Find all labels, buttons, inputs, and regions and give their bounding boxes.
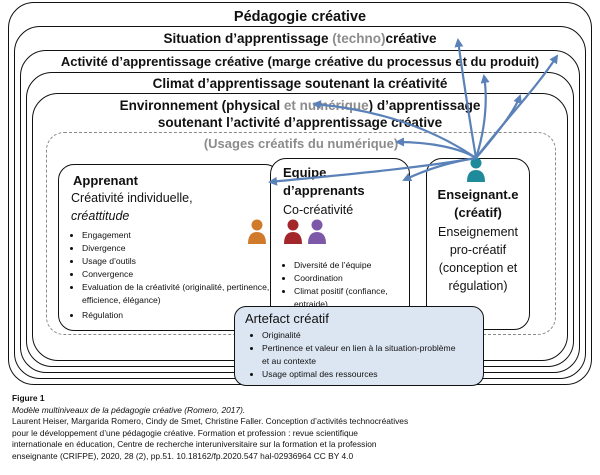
artefact-title: Artefact créatif [245,311,329,326]
enseignant-person-icon [467,157,485,182]
apprenant-box: Apprenant Créativité individuelle, créat… [58,164,281,331]
apprenant-item: Usage d’outils [82,255,282,268]
arrow-to-situation [454,38,478,159]
layer-pedagogie-title: Pédagogie créative [233,9,367,25]
apprenant-list: Engagement Divergence Usage d’outils Con… [65,229,282,322]
equipe-list: Diversité de l’équipe Coordination Clima… [277,259,422,311]
layer-situation-title: Situation d’apprentissage (techno)créati… [15,31,585,46]
env-text-post: ) d’apprentissage [368,98,481,113]
arrow-to-environnement-right [475,94,522,159]
figure-citation-2: pour le développement d’une pédagogie cr… [12,427,358,438]
apprenant-person-icon [248,219,266,244]
situation-text-post: créative [385,31,437,46]
equipe-title-2: d’apprenants [283,183,365,198]
enseignant-box: Enseignant.e (créatif) Enseignement pro-… [426,158,530,330]
artefact-item: Originalité [262,329,462,342]
artefact-box: Artefact créatif Originalité Pertinence … [234,306,484,386]
apprenant-item: Régulation [82,309,282,322]
apprenant-title: Apprenant [73,173,138,188]
layer-activite-title: Activité d’apprentissage créative (marge… [60,54,540,69]
arrow-to-environnement-left [312,100,477,159]
enseignant-desc-3: (conception et [438,261,518,275]
arrow-to-equipe [402,156,477,182]
situation-text-pre: Situation d’apprentissage [163,31,333,46]
apprenant-subtitle-italic: créattitude [71,209,130,223]
figure-title: Modèle multiniveaux de la pédagogie créa… [12,404,246,415]
artefact-item: Pertinence et valeur en lien à la situat… [262,342,462,368]
enseignant-title-2: (créatif) [454,205,502,220]
figure-label: Figure 1 [12,393,45,403]
equipe-person-red-icon [284,219,302,244]
layer-usages-title: (Usages créatifs du numérique) [203,136,399,151]
enseignant-title-1: Enseignant.e [437,187,519,202]
situation-text-techno: (techno) [332,31,386,46]
apprenant-item: Evaluation de la créativité (originalité… [82,281,282,307]
artefact-list: Originalité Pertinence et valeur en lien… [245,329,462,381]
apprenant-item: Divergence [82,242,282,255]
enseignant-desc-1: Enseignement [438,225,518,239]
equipe-person-purple-icon [308,219,326,244]
artefact-item: Usage optimal des ressources [262,368,462,381]
apprenant-item: Engagement [82,229,282,242]
apprenant-item: Convergence [82,268,282,281]
layer-env-title-2: soutenant l’activité d’apprentissage cré… [157,115,443,130]
layer-climat-title: Climat d’apprentissage soutenant la créa… [152,76,448,91]
arrow-to-usages [395,137,477,159]
equipe-item: Coordination [294,272,422,285]
figure-citation-1: Laurent Heiser, Margarida Romero, Cindy … [12,416,409,426]
enseignant-desc-2: pro-créatif [449,243,507,257]
arrow-to-climat [474,74,490,159]
enseignant-desc-4: régulation) [448,279,508,293]
equipe-item: Climat positif (confiance, entraide) [294,285,422,311]
layer-env-title-1: Environnement (physical et numérique) d’… [33,98,567,113]
figure-citation-4: enseignante (CRIFPE), 2020, 28 (2), pp.5… [12,450,354,461]
equipe-box: Equipe d’apprenants Co-créativité Divers… [270,158,410,332]
apprenant-subtitle: Créativité individuelle, [71,191,193,205]
equipe-item: Diversité de l’équipe [294,259,422,272]
env-text-pre: Environnement (physical [119,98,284,113]
equipe-title-1: Equipe [283,165,327,180]
equipe-subtitle: Co-créativité [283,203,354,217]
arrow-to-apprenant [268,156,477,186]
figure-citation-3: internationale en éducation, Centre de r… [12,439,377,449]
